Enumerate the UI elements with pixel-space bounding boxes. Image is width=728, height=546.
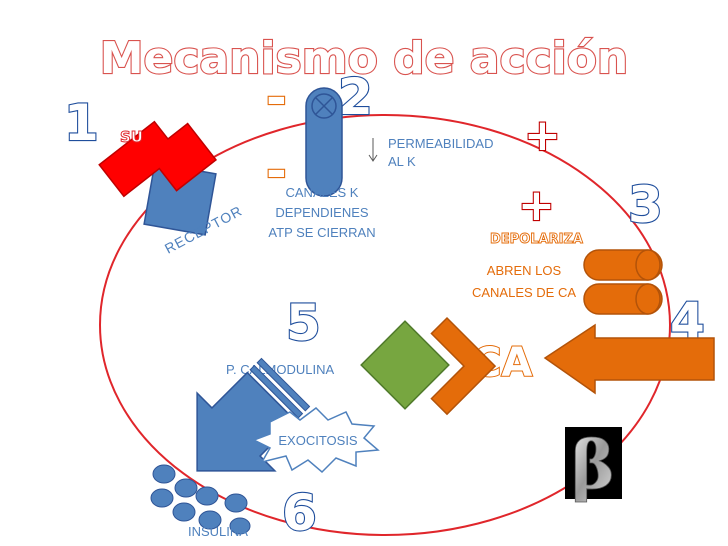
open-ca-label-line2: CANALES DE CA [472, 285, 576, 300]
exocytosis-label: EXOCITOSIS [278, 433, 358, 448]
ca-binding-chevron-icon [430, 316, 497, 416]
beta-letter-icon: β [565, 426, 622, 504]
step-number-2: 2 [338, 68, 373, 126]
channels-label-line1: CANALES K [286, 185, 359, 200]
plus-sign-bottom: + [518, 180, 555, 231]
step-number-3: 3 [628, 176, 663, 234]
receptor-block-icon [98, 120, 218, 236]
down-arrow-icon [368, 138, 378, 162]
channels-label-line2: DEPENDIENES [275, 205, 369, 220]
ca-influx-arrow-icon [543, 323, 715, 395]
calmodulin-label: P. CALMODULINA [226, 362, 334, 377]
depolarize-label: DEPOLARIZA [490, 232, 583, 247]
cell-membrane [99, 114, 671, 536]
insulin-granule-icon [150, 464, 251, 535]
k-channel-closed-icon [305, 87, 343, 197]
permeability-label-line2: AL K [388, 154, 416, 169]
permeability-label-line1: PERMEABILIDAD [388, 136, 493, 151]
minus-sign-top: - [266, 69, 287, 127]
page-title: Mecanismo de acción [100, 33, 629, 84]
minus-sign-bottom: - [266, 142, 287, 200]
ca-channel-cylinder-icon [583, 249, 663, 281]
step-number-5: 5 [286, 294, 321, 352]
channels-label-line3: ATP SE CIERRAN [268, 225, 375, 240]
open-ca-label-line1: ABREN LOS [487, 263, 562, 278]
su-label: SU [120, 128, 143, 146]
exocytosis-burst-icon [252, 407, 380, 474]
insulin-label: INSULINA [188, 524, 248, 539]
svg-text:β: β [571, 426, 615, 504]
plus-sign-top: + [524, 110, 561, 161]
calmodulin-block-icon [360, 320, 450, 410]
step-number-6: 6 [282, 484, 317, 542]
ca-channel-cylinder-icon [583, 283, 663, 315]
step-number-1: 1 [64, 94, 99, 152]
